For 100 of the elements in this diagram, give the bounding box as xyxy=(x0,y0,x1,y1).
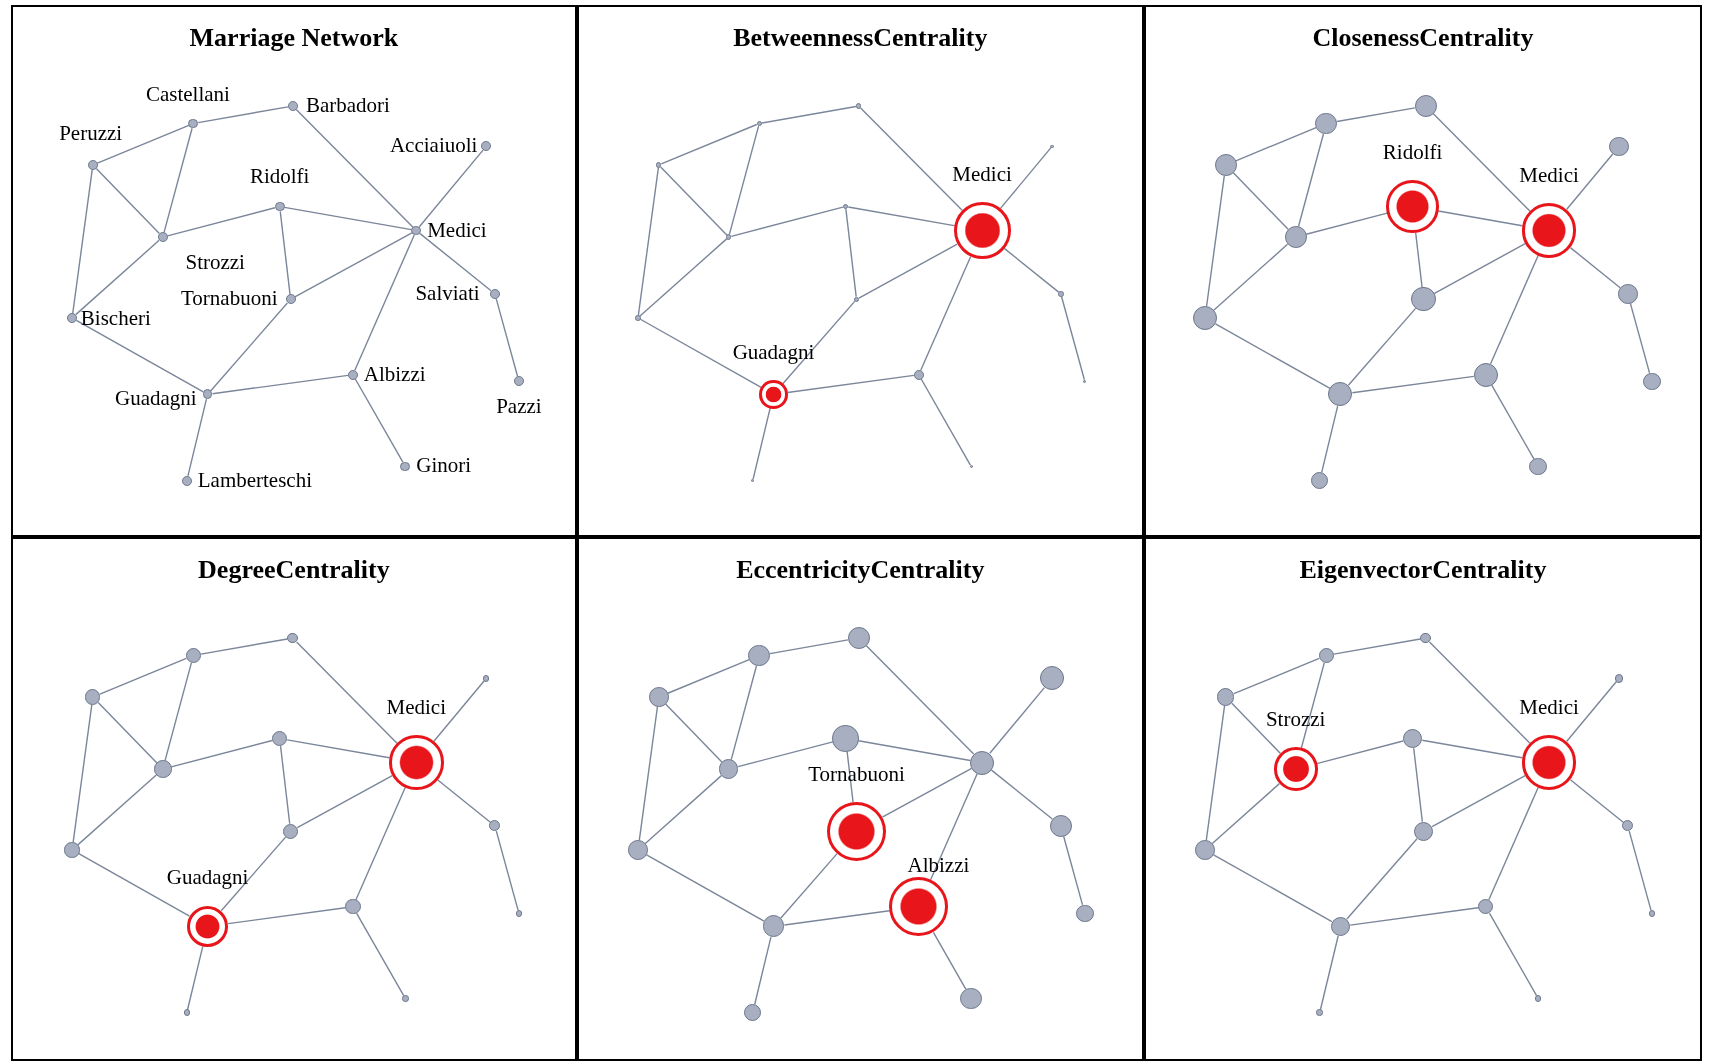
network-edge xyxy=(1565,681,1617,743)
network-edge xyxy=(1211,782,1281,845)
chart-panel xyxy=(576,5,1144,538)
network-edge xyxy=(164,662,193,762)
network-node xyxy=(743,1003,762,1022)
network-edge xyxy=(728,125,760,236)
network-node xyxy=(154,760,172,778)
network-edge xyxy=(1347,307,1417,387)
network-node xyxy=(185,647,201,664)
network-edge xyxy=(786,374,915,394)
network-edge xyxy=(72,169,93,314)
node-label: Tornabuoni xyxy=(180,287,278,311)
network-edge xyxy=(1489,254,1539,365)
network-edge xyxy=(354,234,415,371)
highlighted-node xyxy=(1521,203,1577,258)
network-edge xyxy=(1629,302,1651,374)
network-edge xyxy=(1305,212,1388,235)
highlighted-node xyxy=(1386,180,1439,233)
node-label: Ridolfi xyxy=(249,165,310,189)
network-node xyxy=(1330,916,1351,937)
network-edge xyxy=(296,774,393,829)
network-node xyxy=(181,475,192,486)
chart-panel xyxy=(576,537,1144,1061)
node-label: Strozzi xyxy=(185,251,245,275)
network-node xyxy=(718,759,739,779)
network-node xyxy=(67,313,77,323)
network-node xyxy=(347,369,358,380)
network-edge xyxy=(1565,153,1614,211)
network-edge xyxy=(294,232,413,298)
network-edge xyxy=(752,407,771,480)
network-edge xyxy=(1233,657,1320,695)
network-edge xyxy=(783,910,891,926)
network-node xyxy=(482,675,490,682)
network-edge xyxy=(495,830,519,911)
node-label: Medici xyxy=(427,218,487,243)
network-edge xyxy=(779,852,838,919)
node-label: Medici xyxy=(1519,164,1579,188)
network-node xyxy=(1420,632,1432,644)
highlighted-node xyxy=(186,905,229,948)
panel-title: ClosenessCentrality xyxy=(1312,22,1534,53)
network-node xyxy=(157,232,168,242)
network-edge xyxy=(295,108,414,228)
network-edge xyxy=(1214,323,1331,390)
node-label: Guadagni xyxy=(115,387,197,411)
network-edge xyxy=(186,945,204,1011)
network-edge xyxy=(1349,907,1479,926)
network-edge xyxy=(1205,704,1226,841)
network-edge xyxy=(1232,172,1289,230)
network-node xyxy=(1478,899,1494,915)
network-node xyxy=(202,389,213,400)
network-edge xyxy=(638,706,659,841)
network-edge xyxy=(999,146,1052,210)
network-edge xyxy=(95,167,161,235)
network-node xyxy=(64,842,80,858)
network-node xyxy=(1411,287,1436,312)
network-edge xyxy=(279,745,291,825)
network-node xyxy=(1310,471,1329,490)
network-node xyxy=(1328,382,1353,407)
network-edge xyxy=(1346,838,1418,920)
node-label: Barbadori xyxy=(305,94,390,118)
network-edge xyxy=(286,739,391,759)
network-edge xyxy=(200,638,289,655)
network-edge xyxy=(857,740,971,762)
network-edge xyxy=(664,703,723,763)
network-edge xyxy=(1569,246,1621,289)
network-edge xyxy=(210,302,289,392)
network-node xyxy=(1050,144,1054,148)
highlighted-node xyxy=(1521,735,1577,790)
network-node xyxy=(1614,674,1624,683)
node-label: Guadagni xyxy=(732,341,815,365)
network-node xyxy=(1195,840,1215,860)
chart-panel xyxy=(1143,537,1703,1061)
highlighted-node xyxy=(953,202,1011,259)
network-node xyxy=(960,987,983,1010)
network-edge xyxy=(1213,243,1289,311)
network-node xyxy=(1049,814,1072,837)
network-edge xyxy=(1628,830,1652,911)
network-edge xyxy=(1316,740,1404,765)
network-edge xyxy=(99,657,187,695)
network-node xyxy=(832,725,859,752)
network-edge xyxy=(97,701,158,764)
network-edge xyxy=(920,378,972,466)
network-node xyxy=(1622,820,1634,832)
network-edge xyxy=(163,127,193,233)
node-label: Tornabuoni xyxy=(808,763,905,787)
node-label: Medici xyxy=(952,163,1012,187)
network-edge xyxy=(1569,778,1625,824)
network-edge xyxy=(1413,747,1424,823)
network-edge xyxy=(1491,384,1535,460)
network-node xyxy=(648,687,669,707)
network-edge xyxy=(859,107,963,212)
network-edge xyxy=(989,686,1046,754)
network-edge xyxy=(197,106,289,124)
network-node xyxy=(656,162,662,168)
network-edge xyxy=(754,936,772,1005)
node-label: Medici xyxy=(1519,696,1579,720)
network-edge xyxy=(769,639,849,655)
network-node xyxy=(1529,457,1547,476)
network-node xyxy=(913,369,924,380)
network-edge xyxy=(659,166,728,236)
